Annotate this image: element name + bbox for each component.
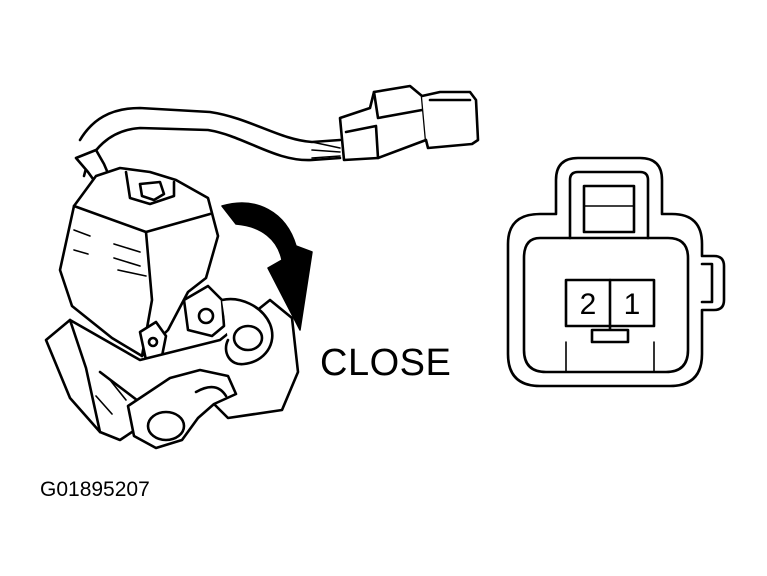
wire-connector-plug-icon	[338, 84, 480, 162]
door-lock-actuator-icon	[44, 148, 300, 450]
figure-id-label: G01895207	[40, 478, 150, 501]
close-direction-label: CLOSE	[320, 342, 452, 384]
pin-2-label: 2	[580, 288, 597, 321]
connector-face-icon: 2 1	[506, 156, 726, 388]
pin-1-label: 1	[624, 288, 641, 321]
curved-arrow-icon	[221, 202, 313, 331]
wire-harness	[78, 106, 342, 178]
